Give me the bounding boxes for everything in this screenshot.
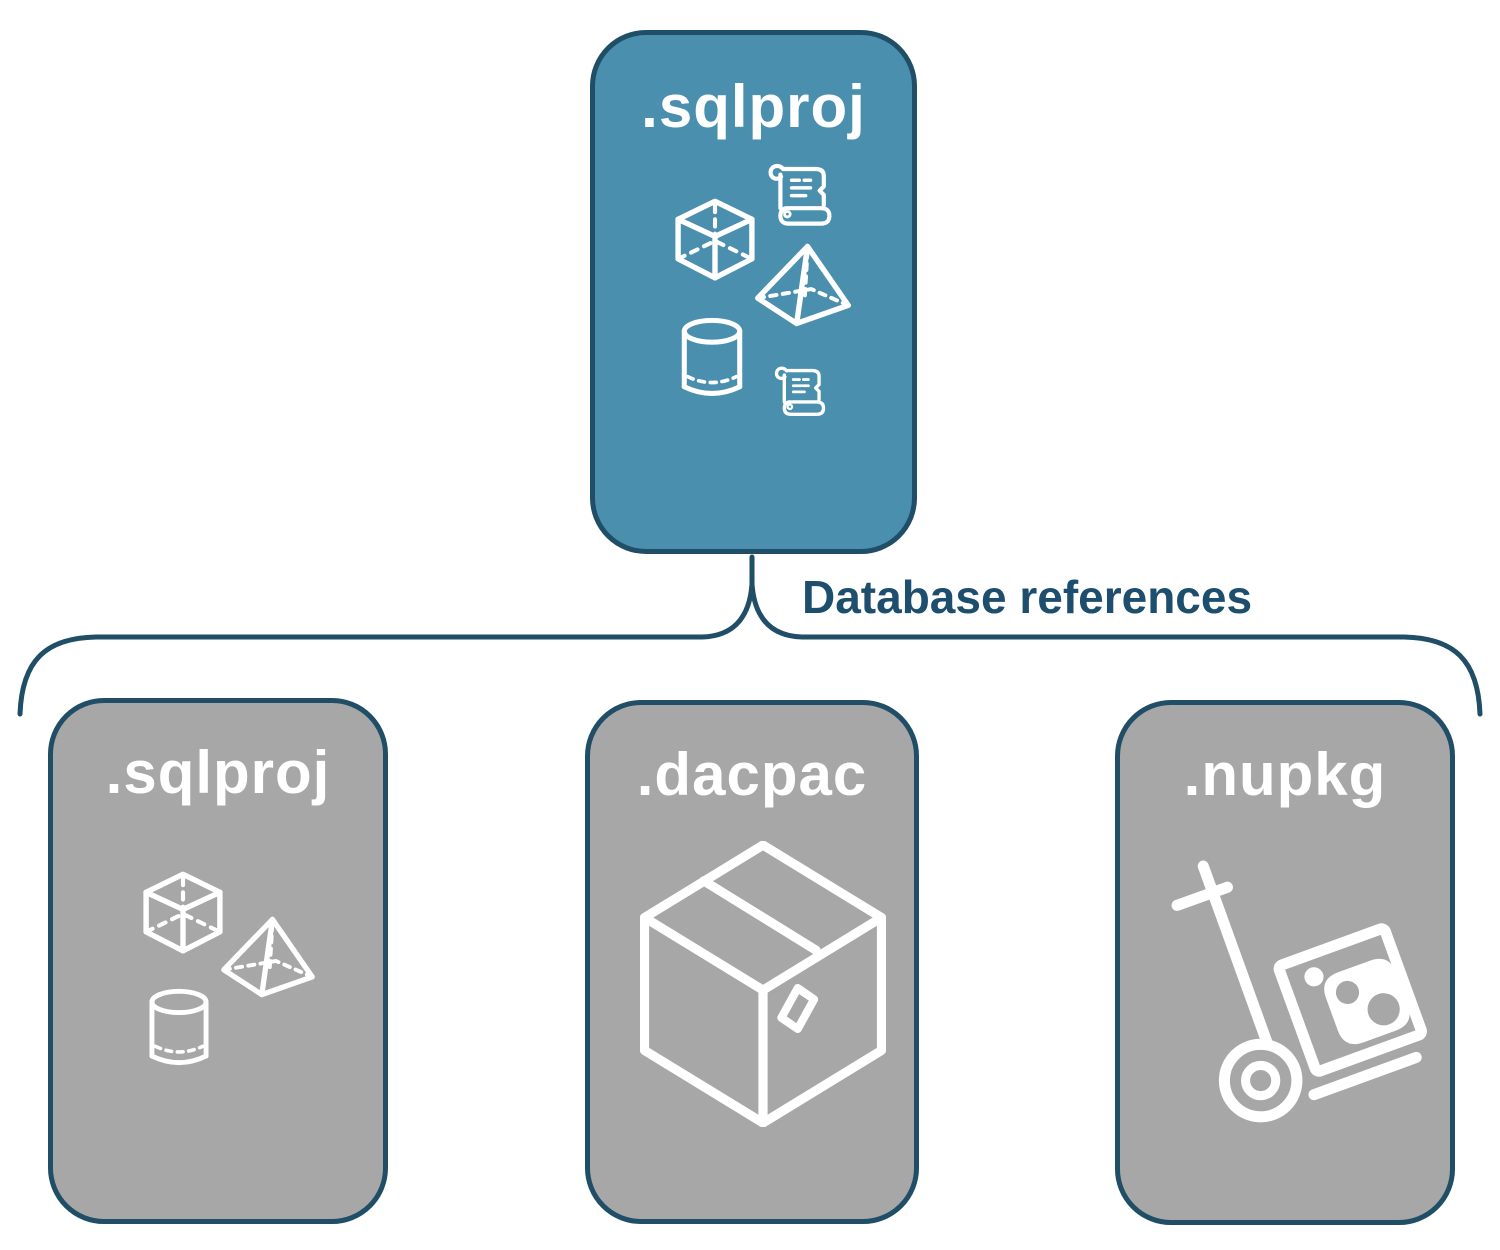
node-child-sqlproj: .sqlproj <box>48 698 388 1224</box>
pyramid-icon <box>215 915 321 999</box>
connector-right-arm <box>749 581 1483 717</box>
package-box-icon <box>640 841 886 1127</box>
node-child-nupkg: .nupkg <box>1115 700 1455 1225</box>
node-child-title: .sqlproj <box>105 739 331 806</box>
edge-label: Database references <box>802 571 1253 623</box>
node-child-title: .nupkg <box>1183 741 1387 808</box>
node-root-title: .sqlproj <box>641 73 866 140</box>
nuget-hand-truck-icon <box>1165 853 1457 1145</box>
connector-left-arm <box>17 581 755 717</box>
node-root-sqlproj: .sqlproj <box>590 30 917 554</box>
node-child-title: .dacpac <box>636 741 868 808</box>
node-child-dacpac: .dacpac <box>585 700 919 1224</box>
cylinder-icon <box>143 988 215 1070</box>
